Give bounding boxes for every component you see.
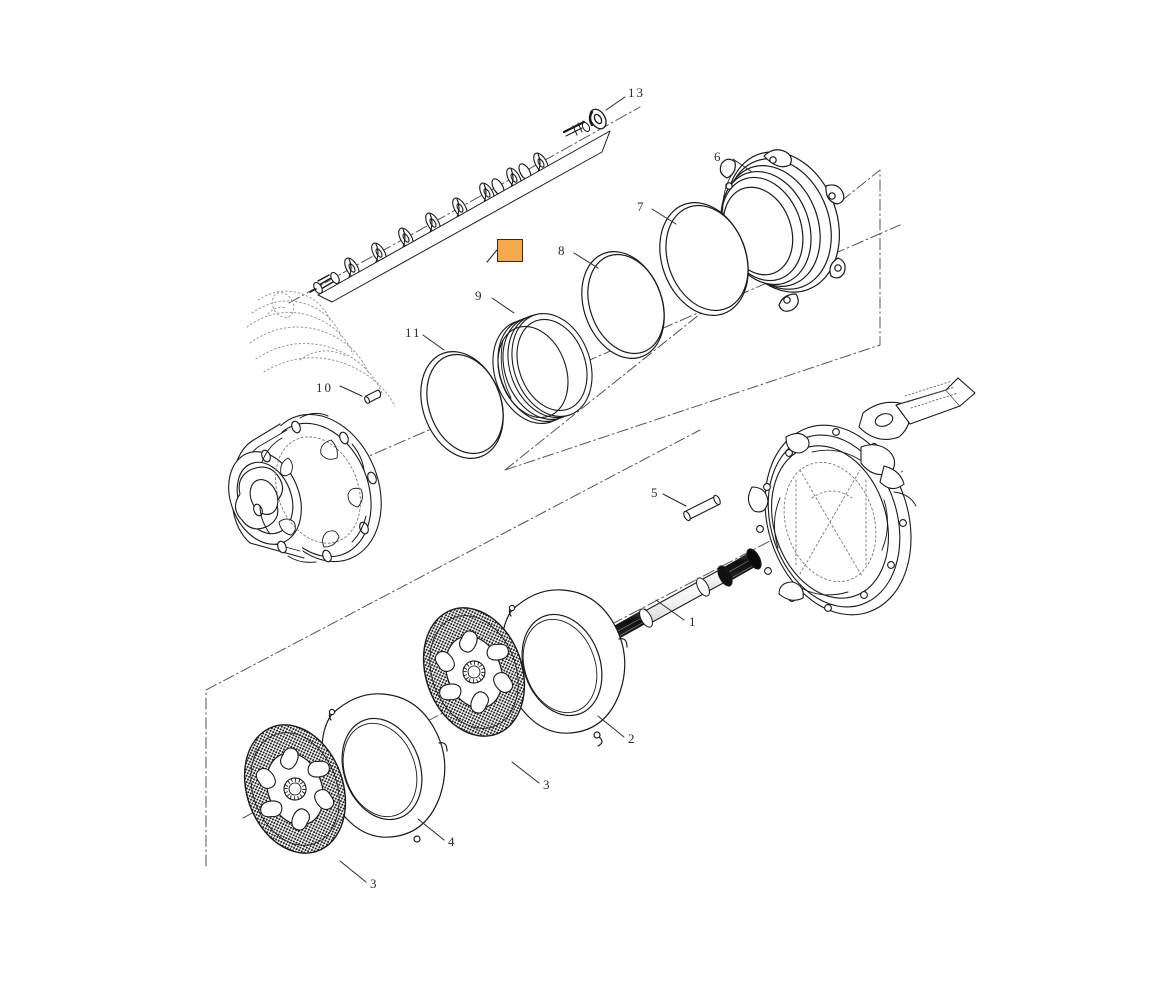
housing-side-pads bbox=[747, 432, 810, 601]
o-ring-small-part11 bbox=[420, 351, 504, 459]
centerline-bracket-upper bbox=[504, 169, 881, 471]
disc-slots bbox=[255, 747, 335, 831]
o-ring-large-part7 bbox=[659, 202, 749, 316]
disc-spring-2 bbox=[371, 242, 387, 264]
retaining-clip-part13 bbox=[588, 108, 607, 130]
housing-top-boss bbox=[858, 377, 976, 507]
disc-spline-hub bbox=[462, 660, 486, 684]
shaft-spline-right bbox=[717, 548, 762, 587]
hub-bolt-holes bbox=[253, 420, 377, 563]
callout-label-5[interactable]: 5 bbox=[651, 485, 660, 500]
callout-label-13[interactable]: 13 bbox=[628, 85, 645, 100]
centerline-bracket-lower bbox=[205, 429, 701, 867]
face-seal-assembly-part9 bbox=[492, 312, 593, 425]
callout-label-8[interactable]: 8 bbox=[558, 243, 567, 258]
stack-bracket-leader bbox=[317, 130, 611, 303]
leader-11 bbox=[422, 334, 445, 351]
phantom-component-outline bbox=[246, 290, 396, 407]
callout-leaders bbox=[339, 96, 753, 883]
callout-label-3b[interactable]: 3 bbox=[370, 876, 379, 891]
o-ring-medium-part8 bbox=[581, 251, 665, 359]
disc-slots bbox=[434, 630, 514, 714]
leader-4 bbox=[417, 818, 445, 841]
callout-label-10[interactable]: 10 bbox=[316, 380, 333, 395]
friction-disc-upper-part3 bbox=[422, 607, 526, 737]
belleville-washer-stack bbox=[309, 152, 549, 298]
wheel-hub-assembly bbox=[228, 412, 382, 563]
hub-ribs bbox=[278, 439, 363, 548]
leader-5 bbox=[662, 493, 687, 507]
leader-1 bbox=[655, 599, 685, 621]
callout-label-3a[interactable]: 3 bbox=[543, 777, 552, 792]
axle-housing-assembly bbox=[747, 377, 976, 616]
dowel-pin-part10 bbox=[364, 389, 382, 404]
leader-10 bbox=[339, 385, 363, 397]
housing-hidden-detail bbox=[783, 461, 877, 583]
leader-7 bbox=[651, 208, 677, 225]
callout-label-9[interactable]: 9 bbox=[475, 288, 484, 303]
friction-disc-lower-part3 bbox=[243, 724, 347, 854]
selected-part-highlight[interactable] bbox=[497, 239, 523, 262]
leader-6 bbox=[732, 158, 753, 173]
leader-3b bbox=[339, 860, 367, 883]
disc-spline-hub bbox=[283, 777, 307, 801]
callout-label-6[interactable]: 6 bbox=[714, 149, 723, 164]
leader-3a bbox=[511, 761, 540, 784]
roll-pin-part5 bbox=[683, 494, 721, 522]
leader-2 bbox=[597, 715, 625, 738]
hub-scallops bbox=[259, 412, 367, 563]
threaded-stem-upper bbox=[562, 120, 591, 137]
callout-label-1[interactable]: 1 bbox=[689, 614, 698, 629]
callout-label-4[interactable]: 4 bbox=[448, 834, 457, 849]
callout-label-2[interactable]: 2 bbox=[628, 731, 637, 746]
separator-plate-part4 bbox=[321, 693, 448, 843]
leader-8 bbox=[573, 252, 599, 269]
callout-label-7[interactable]: 7 bbox=[637, 199, 646, 214]
leader-13 bbox=[605, 96, 626, 111]
leader-9 bbox=[491, 297, 515, 314]
axle-shaft-part1 bbox=[599, 548, 762, 642]
callout-label-11[interactable]: 11 bbox=[405, 325, 422, 340]
